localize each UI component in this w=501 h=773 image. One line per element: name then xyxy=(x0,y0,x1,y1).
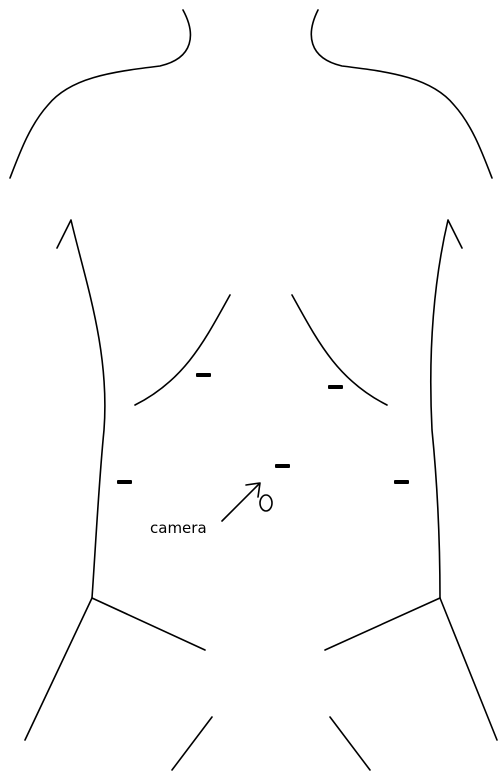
port-mark-right-upper xyxy=(328,385,343,389)
port-mark-left-lateral xyxy=(117,480,132,484)
left-costal-margin-line xyxy=(135,295,230,405)
right-torso-side-line xyxy=(431,220,462,598)
right-neck-shoulder-line xyxy=(311,10,492,178)
camera-label: camera xyxy=(150,519,207,537)
right-inguinal-line xyxy=(325,598,440,650)
right-inner-leg-line xyxy=(330,717,370,770)
left-inner-leg-line xyxy=(172,717,212,770)
left-outer-leg-line xyxy=(25,598,92,740)
port-mark-left-upper xyxy=(196,373,211,377)
left-torso-side-line xyxy=(57,220,105,598)
right-outer-leg-line xyxy=(440,598,497,740)
port-mark-center xyxy=(275,464,290,468)
camera-port-circle xyxy=(260,495,272,511)
camera-arrow-shaft xyxy=(222,484,259,521)
port-mark-right-lateral xyxy=(394,480,409,484)
left-neck-shoulder-line xyxy=(10,10,190,178)
left-inguinal-line xyxy=(92,598,205,650)
